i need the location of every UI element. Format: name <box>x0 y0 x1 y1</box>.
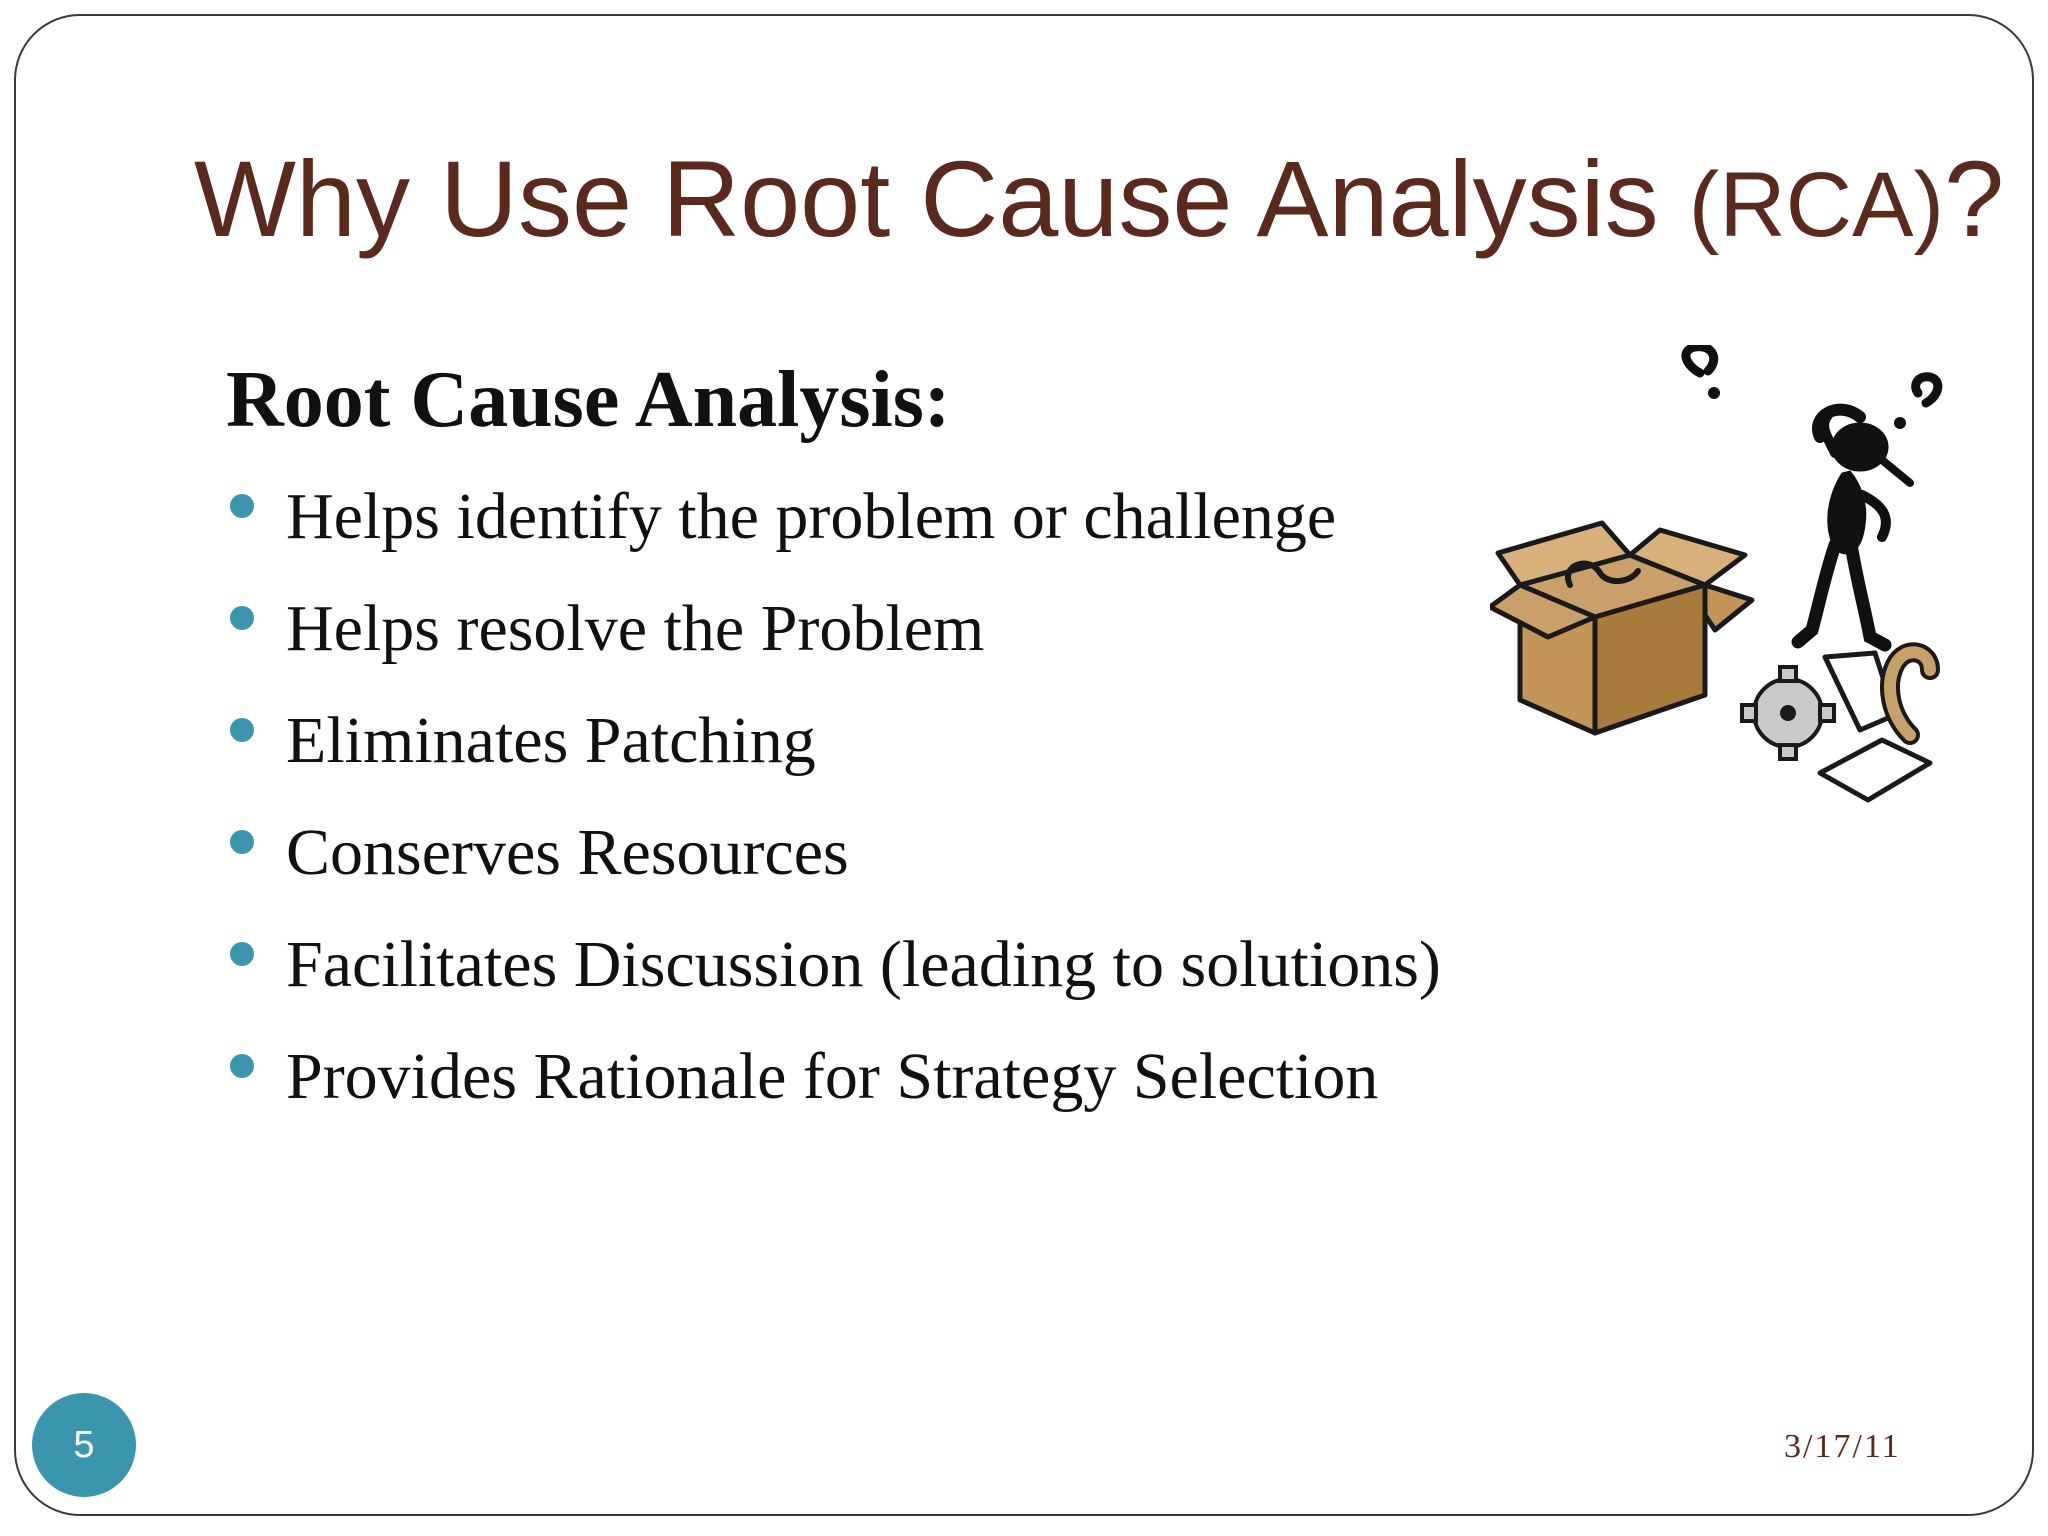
bullet-text: Eliminates Patching <box>286 704 816 777</box>
bullet-dot-icon <box>230 718 254 742</box>
bullet-dot-icon <box>230 494 254 518</box>
bullet-text: Helps resolve the Problem <box>286 592 985 665</box>
page-number: 5 <box>73 1423 95 1466</box>
page-number-badge: 5 <box>32 1393 136 1497</box>
bullet-dot-icon <box>230 606 254 630</box>
confused-figure-icon <box>1791 403 1914 652</box>
confused-figure-with-box-icon <box>1490 345 1943 803</box>
question-mark-right-icon <box>1894 372 1943 429</box>
title-question-mark: ? <box>1944 138 2005 259</box>
slide-frame <box>14 14 2034 1516</box>
title-abbreviation: (RCA) <box>1688 154 1945 256</box>
paper-sheets-icon <box>1817 650 1933 803</box>
question-mark-left-icon <box>1681 345 1720 399</box>
bullet-text: Conserves Resources <box>286 816 849 889</box>
bullet-dot-icon <box>230 830 254 854</box>
bullet-text: Provides Rationale for Strategy Selectio… <box>286 1040 1379 1113</box>
bullet-dot-icon <box>230 942 254 966</box>
bullet-text: Facilitates Discussion (leading to solut… <box>286 928 1441 1001</box>
bullet-dot-icon <box>230 1054 254 1078</box>
title-main: Why Use Root Cause Analysis <box>194 138 1689 259</box>
cardboard-box-icon <box>1490 520 1755 736</box>
bullet-text: Helps identify the problem or challenge <box>286 480 1337 553</box>
section-heading: Root Cause Analysis: <box>226 356 951 444</box>
slide-title: Why Use Root Cause Analysis (RCA)? <box>194 145 2004 253</box>
gear-icon <box>1740 665 1836 761</box>
slide-date: 3/17/11 <box>1784 1428 1901 1465</box>
